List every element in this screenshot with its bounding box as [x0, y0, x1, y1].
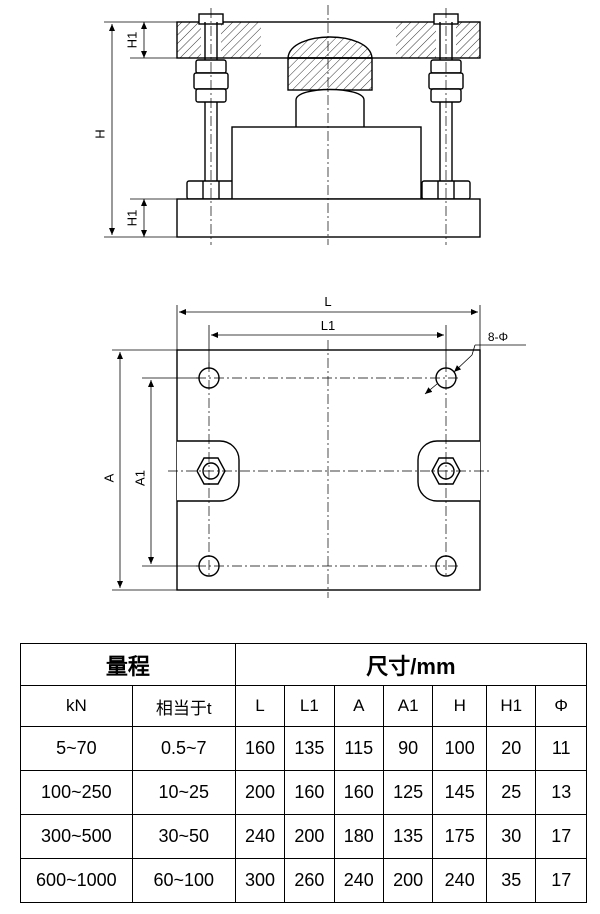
column-header-tonnes: 相当于t: [131, 685, 236, 727]
top-view: [112, 305, 526, 598]
table-cell: 300~500: [20, 814, 133, 859]
load-cell-body: [231, 126, 422, 200]
table-cell: 5~70: [20, 726, 133, 771]
table-cell: 600~1000: [20, 858, 133, 903]
table-cell: 160: [333, 770, 384, 815]
table-cell: 0.5~7: [131, 726, 236, 771]
column-header-a: A: [333, 685, 384, 727]
specification-table: 量程 尺寸/mm kN 相当于t L L1 A A1 H H1 Φ 5~70 0…: [20, 643, 588, 903]
label-width: A: [101, 473, 116, 482]
label-hole-spacing-length: L1: [321, 318, 335, 333]
table-cell: 115: [333, 726, 384, 771]
header-dimensions: 尺寸/mm: [234, 643, 588, 686]
technical-drawing: H H1 H1: [92, 5, 526, 598]
table-cell: 10~25: [131, 770, 236, 815]
table-cell: 125: [382, 770, 434, 815]
table-cell: 35: [486, 858, 537, 903]
table-row: 300~500 30~50 240 200 180 135 175 30 17: [20, 814, 587, 859]
table-row: 100~250 10~25 200 160 160 125 145 25 13: [20, 770, 587, 815]
table-cell: 30~50: [131, 814, 236, 859]
front-view: [104, 5, 481, 245]
table-cell: 17: [535, 858, 587, 903]
table-row: 5~70 0.5~7 160 135 115 90 100 20 11: [20, 726, 587, 771]
table-cell: 160: [284, 770, 335, 815]
table-cell: 145: [432, 770, 488, 815]
table-cell: 200: [234, 770, 286, 815]
table-cell: 260: [284, 858, 335, 903]
table-cell: 175: [432, 814, 488, 859]
table-cell: 135: [284, 726, 335, 771]
table-cell: 60~100: [131, 858, 236, 903]
column-header-a1: A1: [382, 685, 434, 727]
table-cell: 90: [382, 726, 434, 771]
column-header-h: H: [432, 685, 488, 727]
table-cell: 240: [234, 814, 286, 859]
table-cell: 200: [382, 858, 434, 903]
table-group-header-row: 量程 尺寸/mm: [20, 643, 588, 686]
table-cell: 17: [535, 814, 587, 859]
table-cell: 13: [535, 770, 587, 815]
column-header-l: L: [234, 685, 286, 727]
table-cell: 100~250: [20, 770, 133, 815]
sensor-head: [295, 88, 365, 129]
table-row: 600~1000 60~100 300 260 240 200 240 35 1…: [20, 858, 587, 903]
header-range: 量程: [20, 643, 236, 686]
label-overall-height: H: [92, 129, 107, 138]
bottom-plate: [176, 198, 481, 238]
table-cell: 160: [234, 726, 286, 771]
table-column-header-row: kN 相当于t L L1 A A1 H H1 Φ: [20, 685, 587, 727]
label-length: L: [324, 294, 331, 309]
table-cell: 200: [284, 814, 335, 859]
table-cell: 100: [432, 726, 488, 771]
label-bottom-plate-thickness: H1: [124, 210, 139, 227]
table-cell: 240: [432, 858, 488, 903]
top-plate-section-hatch: [177, 22, 480, 59]
load-button: [287, 57, 373, 91]
label-hole-spacing-width: A1: [132, 470, 147, 486]
table-cell: 300: [234, 858, 286, 903]
column-header-phi: Φ: [535, 685, 587, 727]
table-cell: 25: [486, 770, 537, 815]
label-holes: 8-Φ: [488, 330, 508, 344]
label-top-plate-thickness: H1: [124, 32, 139, 49]
column-header-l1: L1: [284, 685, 335, 727]
table-cell: 20: [486, 726, 537, 771]
table-cell: 30: [486, 814, 537, 859]
table-cell: 11: [535, 726, 587, 771]
column-header-kn: kN: [20, 685, 133, 727]
table-cell: 240: [333, 858, 384, 903]
table-cell: 135: [382, 814, 434, 859]
column-header-h1: H1: [486, 685, 537, 727]
table-cell: 180: [333, 814, 384, 859]
